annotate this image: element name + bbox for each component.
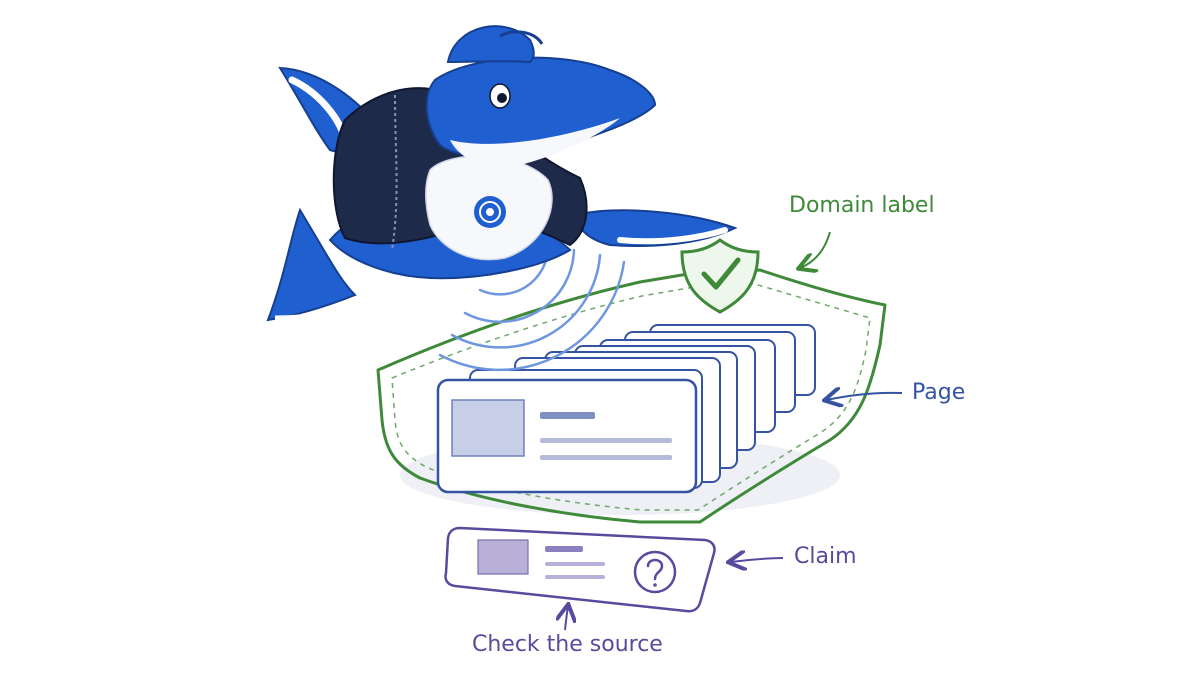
signal-waves-icon <box>438 246 626 372</box>
claim-text-line <box>545 575 605 579</box>
claim-card <box>444 526 716 613</box>
claim-thumbnail <box>477 539 529 575</box>
domain-arrow <box>800 231 831 268</box>
whale-mascot-icon <box>266 25 738 322</box>
shield-check-icon <box>680 238 760 314</box>
claim-arrow <box>730 558 784 562</box>
page-arrow <box>826 393 903 400</box>
check-source-caption: Check the source <box>472 632 663 657</box>
question-mark-icon <box>633 550 677 594</box>
page-text-line <box>540 455 672 460</box>
claim-caption: Claim <box>794 544 857 569</box>
page-thumbnail <box>451 399 525 457</box>
check-source-arrow <box>565 606 568 631</box>
claim-text-line <box>545 546 583 552</box>
page-text-line <box>540 438 672 443</box>
page-card-front <box>436 378 698 494</box>
page-caption: Page <box>912 380 966 405</box>
page-text-line <box>540 412 595 419</box>
claim-text-line <box>545 562 605 566</box>
domain-label-caption: Domain label <box>789 193 935 218</box>
page-stack <box>436 324 816 494</box>
